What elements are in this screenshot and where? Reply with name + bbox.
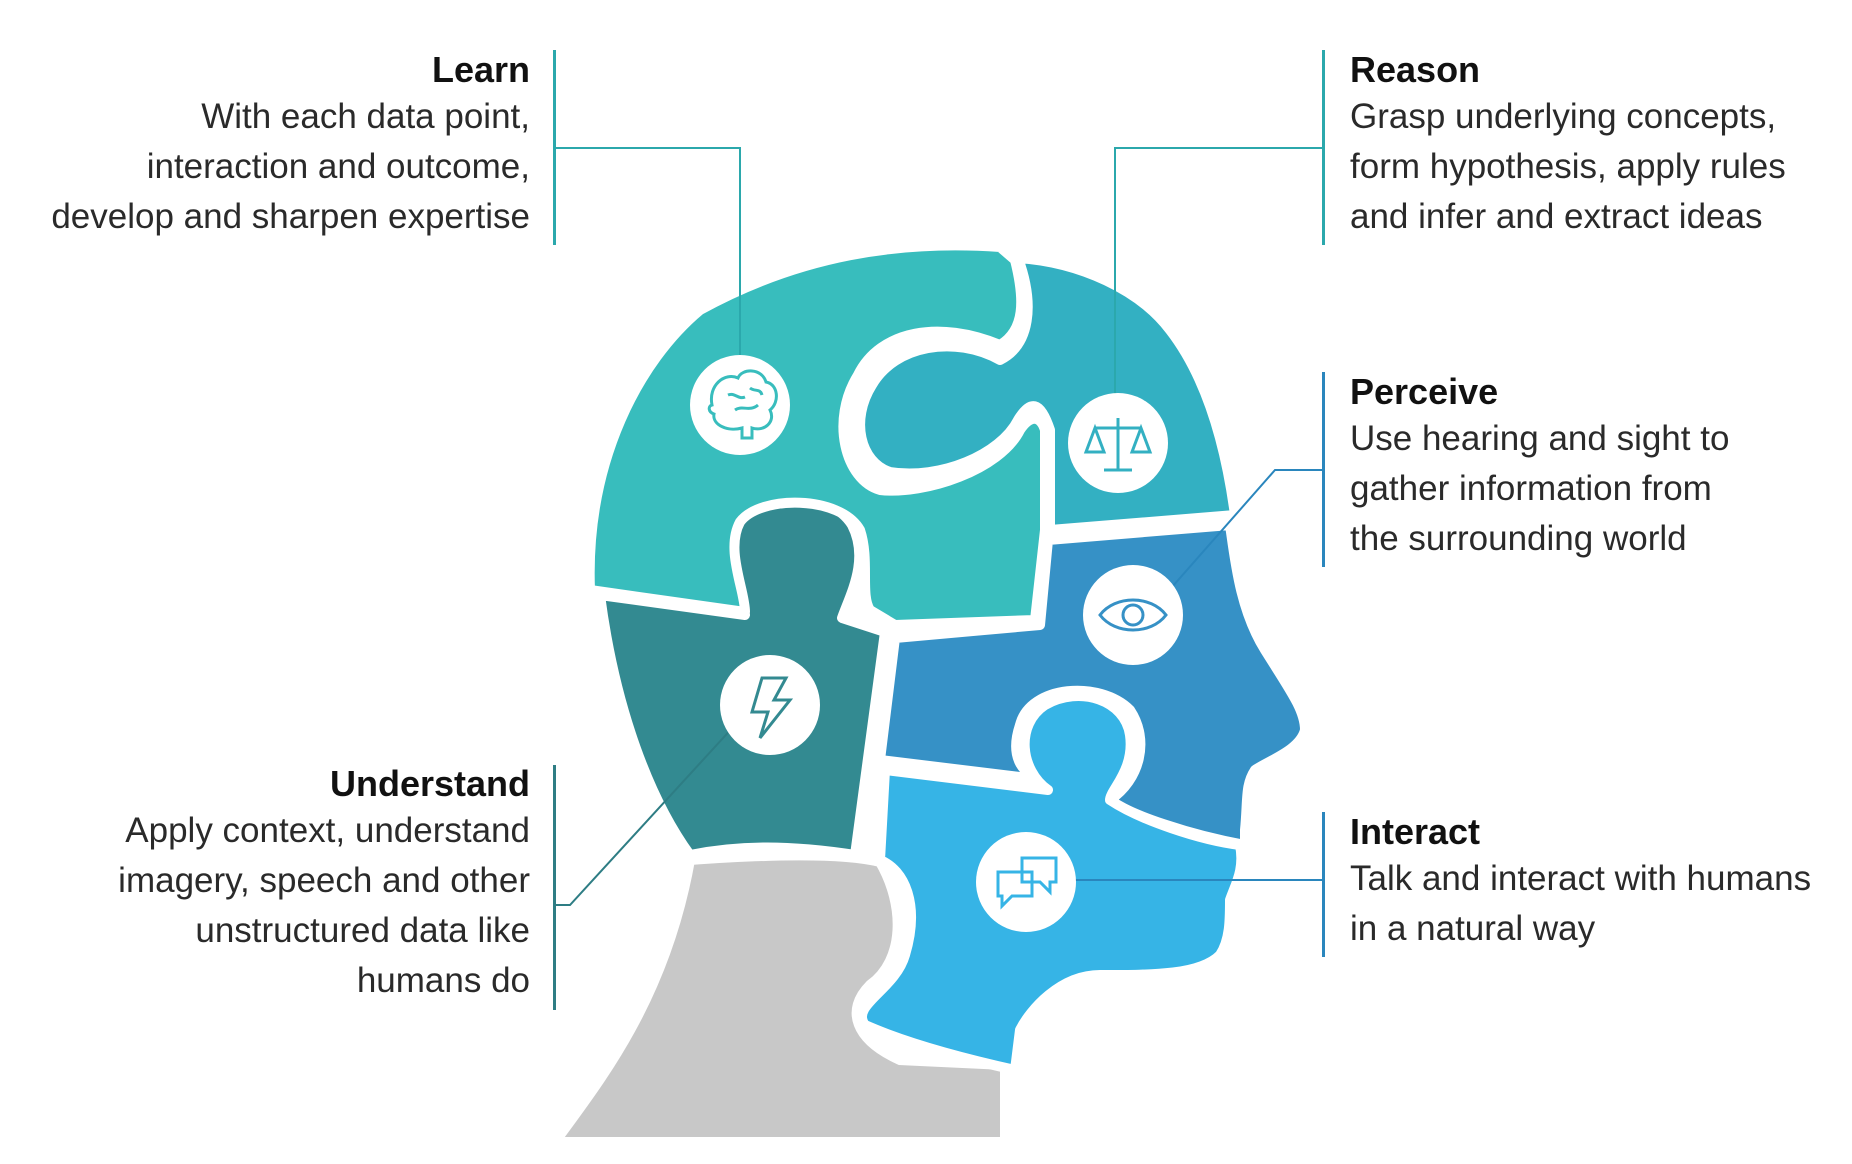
scales-icon [1083, 418, 1153, 472]
interact-accent-bar [1322, 812, 1325, 957]
reason-accent-bar [1322, 50, 1325, 245]
interact-line-1: Talk and interact with humans [1350, 859, 1812, 898]
learn-icon-badge [690, 355, 790, 455]
understand-title: Understand [329, 763, 530, 804]
reason-callout: Reason Grasp underlying concepts, form h… [1350, 48, 1830, 242]
learn-accent-bar [553, 50, 556, 245]
understand-callout: Understand Apply context, understand ima… [10, 762, 530, 1006]
understand-connector [555, 724, 736, 906]
reason-connector [1114, 147, 1323, 395]
interact-icon-badge [976, 832, 1076, 932]
reason-line-1: Grasp underlying concepts, [1350, 97, 1777, 136]
perceive-line-1: Use hearing and sight to [1350, 419, 1730, 458]
perceive-callout: Perceive Use hearing and sight to gather… [1350, 370, 1830, 564]
understand-line-4: humans do [356, 961, 530, 1000]
learn-line-3: develop and sharpen expertise [51, 197, 530, 236]
eye-icon [1098, 598, 1168, 632]
understand-icon-badge [720, 655, 820, 755]
chat-bubbles-icon [996, 856, 1058, 910]
perceive-line-3: the surrounding world [1350, 519, 1687, 558]
perceive-title: Perceive [1350, 371, 1499, 412]
reason-line-2: form hypothesis, apply rules [1350, 147, 1786, 186]
perceive-accent-bar [1322, 372, 1325, 567]
interact-callout: Interact Talk and interact with humans i… [1350, 810, 1845, 954]
learn-callout: Learn With each data point, interaction … [0, 48, 530, 242]
reason-title: Reason [1350, 49, 1481, 90]
learn-connector [555, 147, 741, 360]
connector-lines [555, 147, 1323, 906]
interact-line-2: in a natural way [1350, 909, 1596, 948]
brain-icon [707, 369, 778, 440]
understand-line-3: unstructured data like [195, 911, 530, 950]
reason-icon-badge [1068, 393, 1168, 493]
learn-line-1: With each data point, [201, 97, 530, 136]
interact-title: Interact [1350, 811, 1481, 852]
perceive-line-2: gather information from [1350, 469, 1712, 508]
understand-line-1: Apply context, understand [125, 811, 530, 850]
lightning-icon [749, 676, 794, 739]
perceive-connector [1164, 469, 1323, 596]
perceive-icon-badge [1083, 565, 1183, 665]
learn-title: Learn [431, 49, 530, 90]
understand-accent-bar [553, 765, 556, 1010]
learn-piece [584, 240, 1050, 630]
understand-line-2: imagery, speech and other [118, 861, 530, 900]
learn-line-2: interaction and outcome, [146, 147, 530, 186]
reason-line-3: and infer and extract ideas [1350, 197, 1763, 236]
